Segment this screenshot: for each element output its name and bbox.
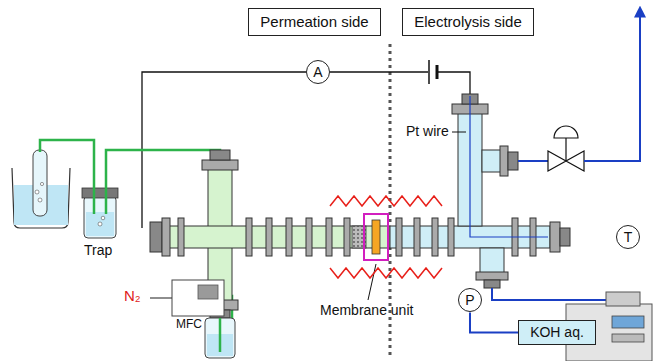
node-text: Electrolysis side	[413, 13, 523, 31]
side-header: Permeation side	[248, 8, 381, 36]
gas-label: N₂	[124, 287, 141, 304]
node-text: T	[624, 229, 633, 246]
node-text: KOH aq.	[525, 324, 589, 341]
node-text: A	[313, 64, 322, 81]
mass-flow-controller	[150, 280, 224, 316]
back-pressure-valve	[518, 8, 640, 171]
part-label: MFC	[176, 317, 202, 331]
side-header: Electrolysis side	[402, 8, 534, 36]
ammeter-symbol: A	[306, 60, 331, 85]
thermocouple-symbol: T	[616, 225, 641, 250]
pt-wire	[470, 96, 548, 237]
membrane-unit-outline	[364, 214, 388, 260]
part-label: Trap	[84, 242, 112, 258]
tee-fitting	[452, 94, 518, 288]
part-label: Pt wire	[406, 123, 449, 139]
bubbler-bottle	[205, 318, 235, 358]
membrane	[372, 220, 380, 254]
connector-line	[470, 312, 518, 332]
leader-line	[368, 264, 376, 300]
battery-symbol	[429, 60, 437, 84]
heater	[330, 196, 442, 278]
solution-box: KOH aq.	[518, 320, 596, 345]
node-text: P	[465, 292, 474, 309]
part-label: Membrane unit	[320, 302, 413, 318]
water-beaker	[12, 150, 70, 228]
pump	[492, 288, 652, 361]
node-text: Permeation side	[259, 13, 370, 31]
leader-line	[452, 132, 466, 133]
pressure-gauge-symbol: P	[458, 288, 483, 313]
trap-bottle	[82, 188, 118, 238]
